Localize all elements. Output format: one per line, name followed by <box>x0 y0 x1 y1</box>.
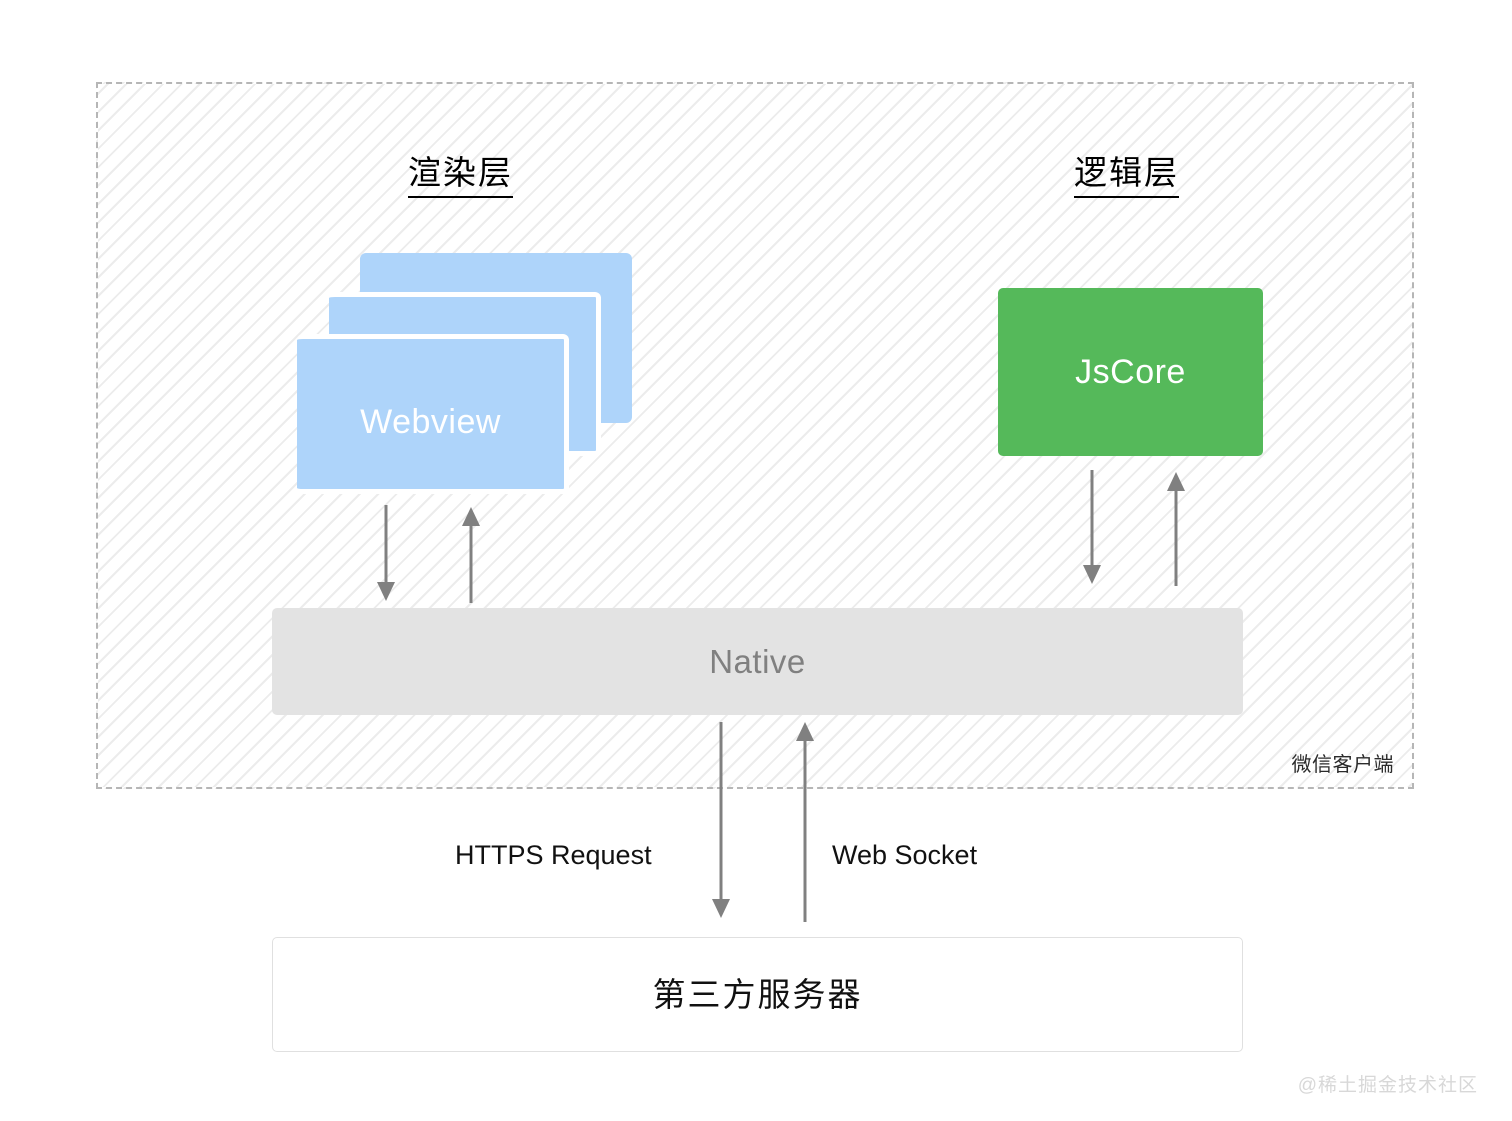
arrow-native-to-server-down-icon <box>710 722 738 922</box>
wechat-client-label: 微信客户端 <box>1291 754 1394 776</box>
jscore-box: JsCore <box>998 288 1263 456</box>
webview-label: Webview <box>360 403 501 441</box>
arrow-webview-to-native-down-icon <box>375 505 403 605</box>
arrow-jscore-to-native-down-icon <box>1081 470 1109 588</box>
https-request-label: HTTPS Request <box>455 840 652 870</box>
arrow-native-to-webview-up-icon <box>460 503 488 603</box>
render-layer-title: 渲染层 <box>408 156 513 198</box>
webview-card-front: Webview <box>297 334 569 494</box>
arrow-server-to-native-up-icon <box>794 718 822 922</box>
third-party-server-box: 第三方服务器 <box>272 937 1243 1052</box>
watermark: @稀土掘金技术社区 <box>1297 1075 1478 1096</box>
native-bar: Native <box>272 608 1243 715</box>
jscore-label: JsCore <box>1075 353 1186 391</box>
arrow-native-to-jscore-up-icon <box>1165 468 1193 586</box>
third-party-server-label: 第三方服务器 <box>652 976 863 1013</box>
native-label: Native <box>709 643 806 680</box>
logic-layer-title: 逻辑层 <box>1074 156 1179 198</box>
web-socket-label: Web Socket <box>832 840 978 870</box>
